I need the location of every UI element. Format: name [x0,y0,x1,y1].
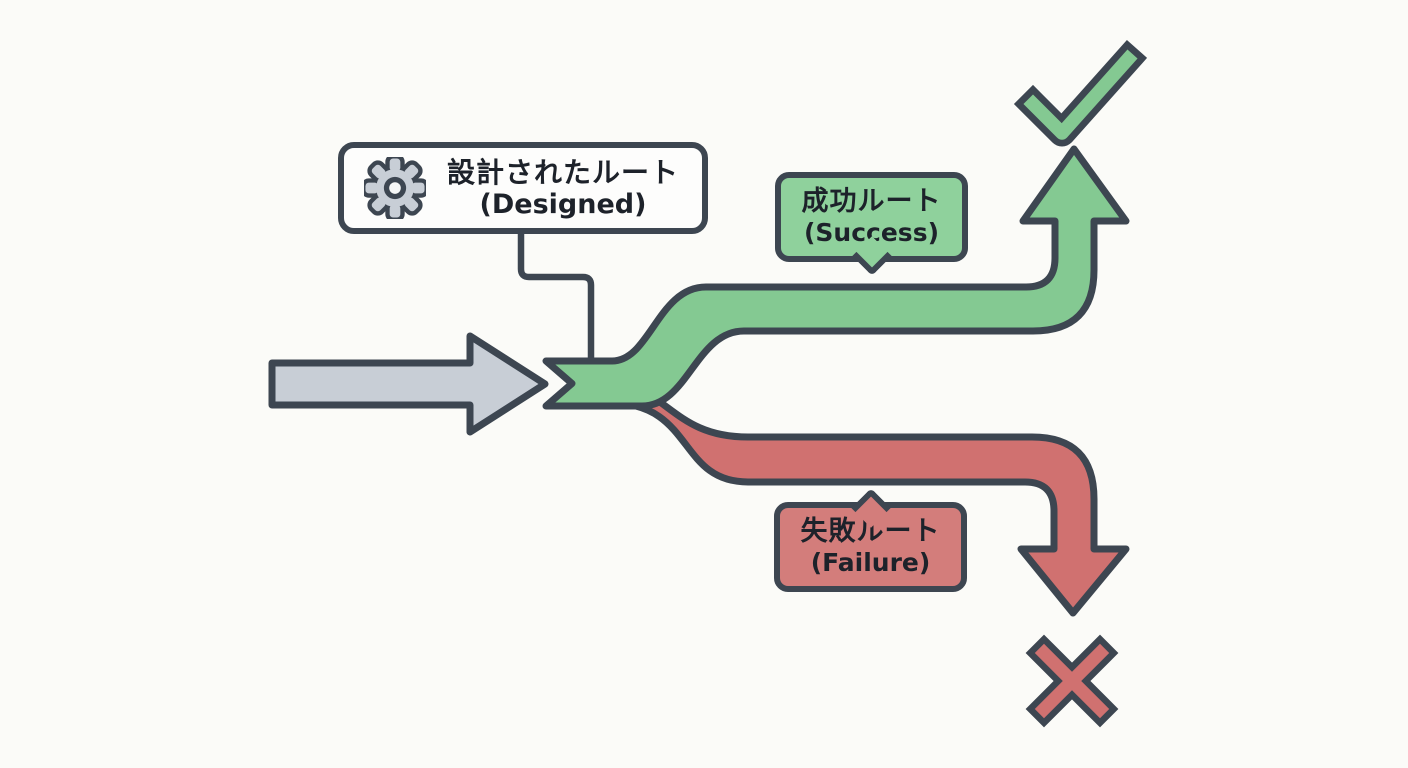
designed-route-box: 設計されたルート (Designed) [338,142,708,234]
success-route-title: 成功ルート [801,185,942,217]
failure-route-label: 失敗ルート (Failure) [774,502,967,592]
failure-route-arrow [596,376,1130,617]
success-route-subtitle: (Success) [803,218,939,248]
success-route-label: 成功ルート (Success) [775,172,968,262]
designed-route-subtitle: (Designed) [479,188,647,220]
connector-line [517,230,595,362]
check-icon [1013,39,1148,147]
failure-route-title: 失敗ルート [800,515,941,547]
designed-route-title: 設計されたルート [446,155,679,189]
gear-icon [364,157,426,219]
input-arrow [268,332,549,436]
failure-route-subtitle: (Failure) [810,548,931,578]
designed-route-text: 設計されたルート (Designed) [440,156,686,221]
success-route-arrow [542,145,1130,410]
x-icon [1025,634,1119,728]
